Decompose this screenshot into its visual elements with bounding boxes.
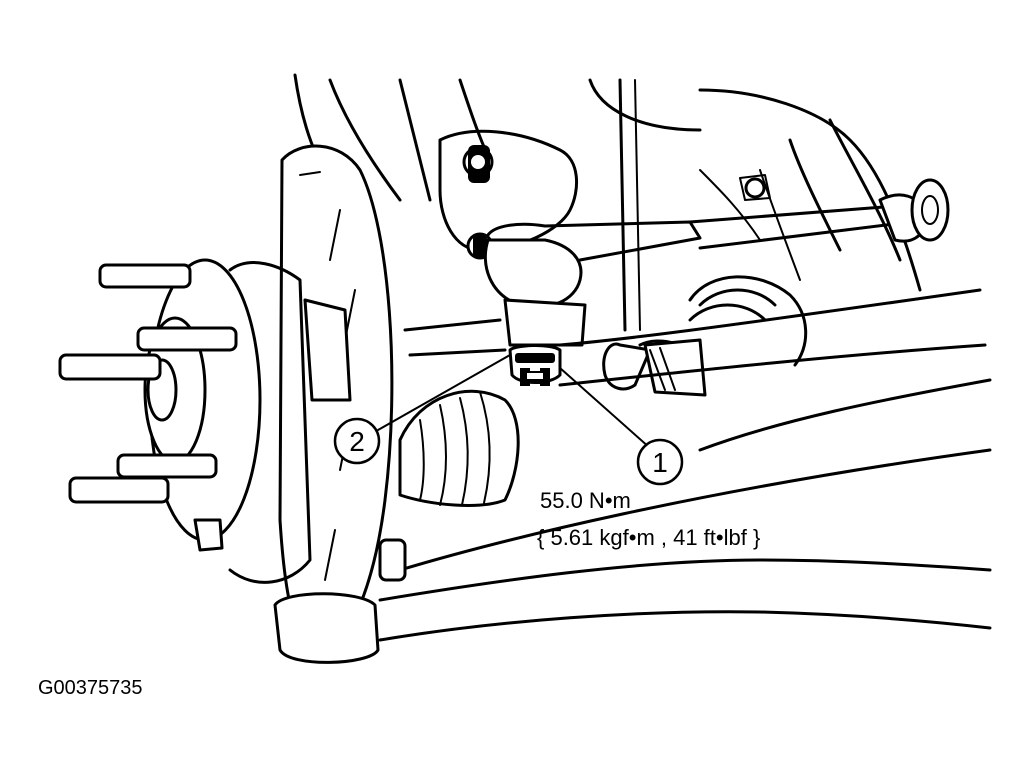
ball-joint [508, 344, 562, 386]
brake-disc [228, 144, 394, 652]
leader-line-1 [559, 367, 651, 449]
wheel-hub [58, 258, 407, 664]
strut-mount [438, 129, 579, 260]
lower-arm [378, 288, 992, 642]
torque-conversion: { 5.61 kgf•m , 41 ft•lbf } [537, 525, 761, 550]
callout-1: 1 [636, 438, 684, 486]
outer-cv-boot [398, 389, 520, 507]
leader-line-2 [377, 354, 511, 431]
torque-value: 55.0 N•m [540, 488, 631, 513]
figure-code: G00375735 [38, 677, 143, 699]
callout-2-number: 2 [349, 426, 365, 457]
callout-1-number: 1 [652, 447, 668, 478]
callout-2: 2 [333, 417, 381, 465]
tie-rod [483, 174, 950, 347]
